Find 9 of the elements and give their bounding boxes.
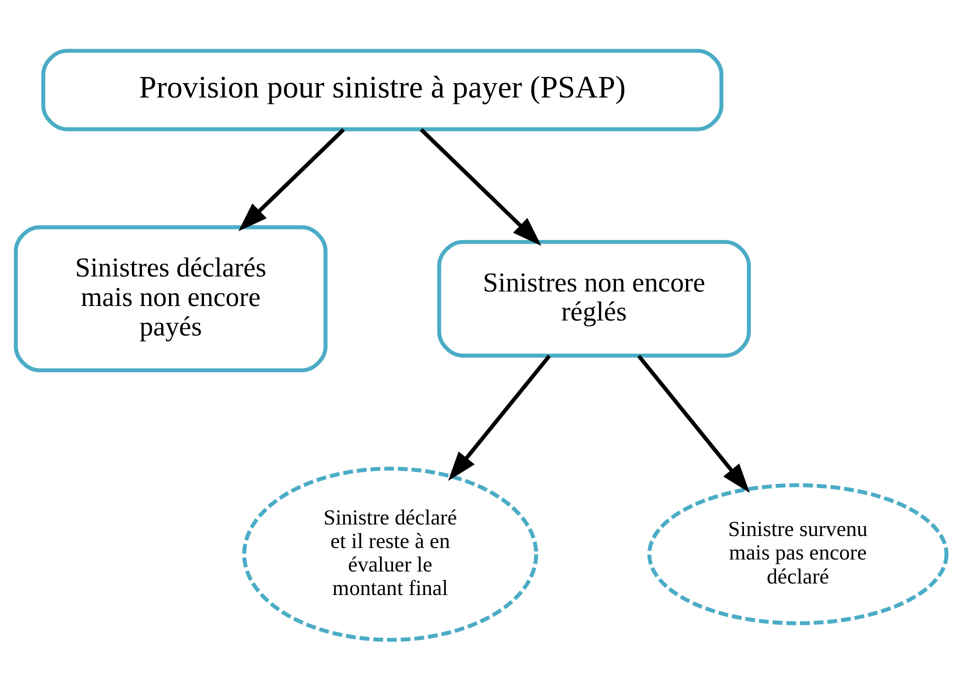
node-box: Sinistres déclarés mais non encore payés — [14, 224, 328, 372]
node-ellipse: Sinistre déclaré et il reste à en évaluer le montant final — [242, 466, 538, 642]
node-box: Provision pour sinistre à payer (PSAP) — [41, 48, 724, 131]
node-box: Sinistres non encore réglés — [437, 239, 751, 358]
arrow — [238, 128, 345, 231]
node-ellipse: Sinistre survenu mais pas encore déclaré — [647, 482, 948, 625]
arrow — [420, 128, 542, 246]
arrow — [637, 354, 750, 492]
arrow — [448, 354, 551, 480]
